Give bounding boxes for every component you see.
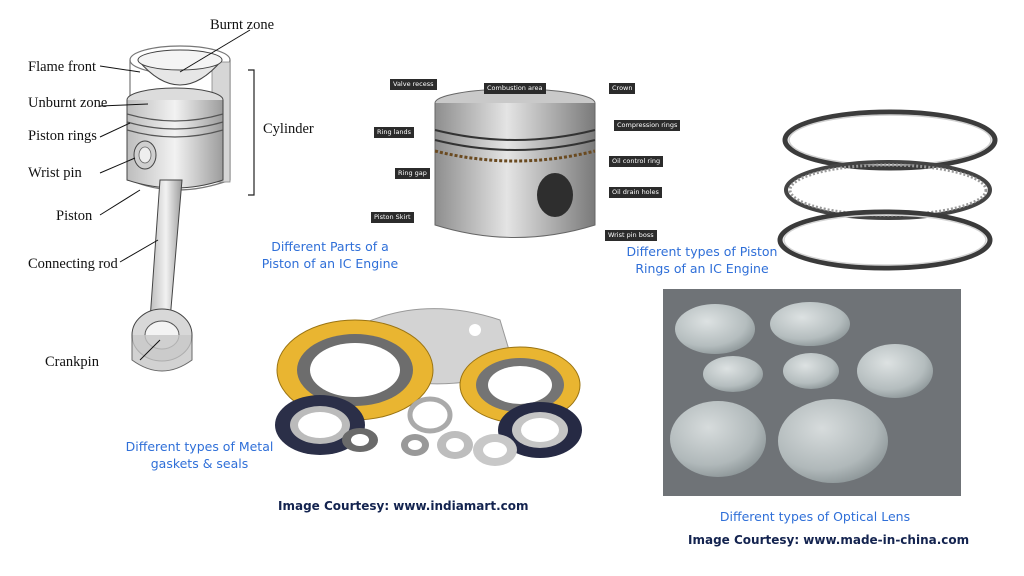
piston-parts-illustration bbox=[434, 88, 596, 238]
label-wrist-pin: Wrist pin bbox=[28, 165, 82, 181]
optical-lens-photo bbox=[663, 289, 961, 496]
caption-optical-lens: Different types of Optical Lens bbox=[719, 509, 911, 524]
tag-valve-recess: Valve recess bbox=[390, 79, 437, 90]
label-piston-rings: Piston rings bbox=[28, 128, 97, 144]
caption-piston-parts-line1: Different Parts of a bbox=[271, 239, 389, 254]
label-crankpin: Crankpin bbox=[45, 354, 99, 370]
caption-metal-gaskets-line1: Different types of Metal bbox=[125, 439, 274, 454]
courtesy-made-in-china: Image Courtesy: www.made-in-china.com bbox=[688, 533, 970, 547]
label-unburnt-zone: Unburnt zone bbox=[28, 95, 108, 111]
tag-oil-drain-holes: Oil drain holes bbox=[609, 187, 662, 198]
piston-rings-photo bbox=[777, 109, 998, 271]
tag-compression-rings: Compression rings bbox=[614, 120, 681, 131]
engine-cutaway-diagram bbox=[99, 29, 255, 372]
caption-piston-rings-line2: Rings of an IC Engine bbox=[635, 261, 769, 276]
caption-piston-rings: Different types of Piston Rings of an IC… bbox=[612, 243, 792, 277]
label-piston: Piston bbox=[56, 208, 93, 224]
label-burnt-zone: Burnt zone bbox=[210, 17, 275, 33]
caption-metal-gaskets-line2: gaskets & seals bbox=[150, 456, 249, 471]
caption-metal-gaskets: Different types of Metal gaskets & seals bbox=[107, 438, 292, 472]
tag-piston-skirt: Piston Skirt bbox=[371, 212, 414, 223]
tag-ring-lands: Ring lands bbox=[374, 127, 415, 138]
tag-ring-gap: Ring gap bbox=[395, 168, 430, 179]
caption-piston-parts-line2: Piston of an IC Engine bbox=[261, 256, 399, 271]
label-cylinder: Cylinder bbox=[263, 121, 314, 137]
tag-oil-control-ring: Oil control ring bbox=[609, 156, 664, 167]
tag-combustion-area: Combustion area bbox=[484, 83, 546, 94]
label-connecting-rod: Connecting rod bbox=[28, 256, 118, 272]
label-flame-front: Flame front bbox=[28, 59, 97, 75]
tag-wrist-pin-boss: Wrist pin boss bbox=[605, 230, 657, 241]
caption-piston-parts: Different Parts of a Piston of an IC Eng… bbox=[250, 238, 410, 272]
courtesy-indiamart: Image Courtesy: www.indiamart.com bbox=[278, 499, 529, 513]
metal-gaskets-photo bbox=[275, 308, 582, 466]
caption-piston-rings-line1: Different types of Piston bbox=[626, 244, 778, 259]
tag-crown: Crown bbox=[609, 83, 636, 94]
